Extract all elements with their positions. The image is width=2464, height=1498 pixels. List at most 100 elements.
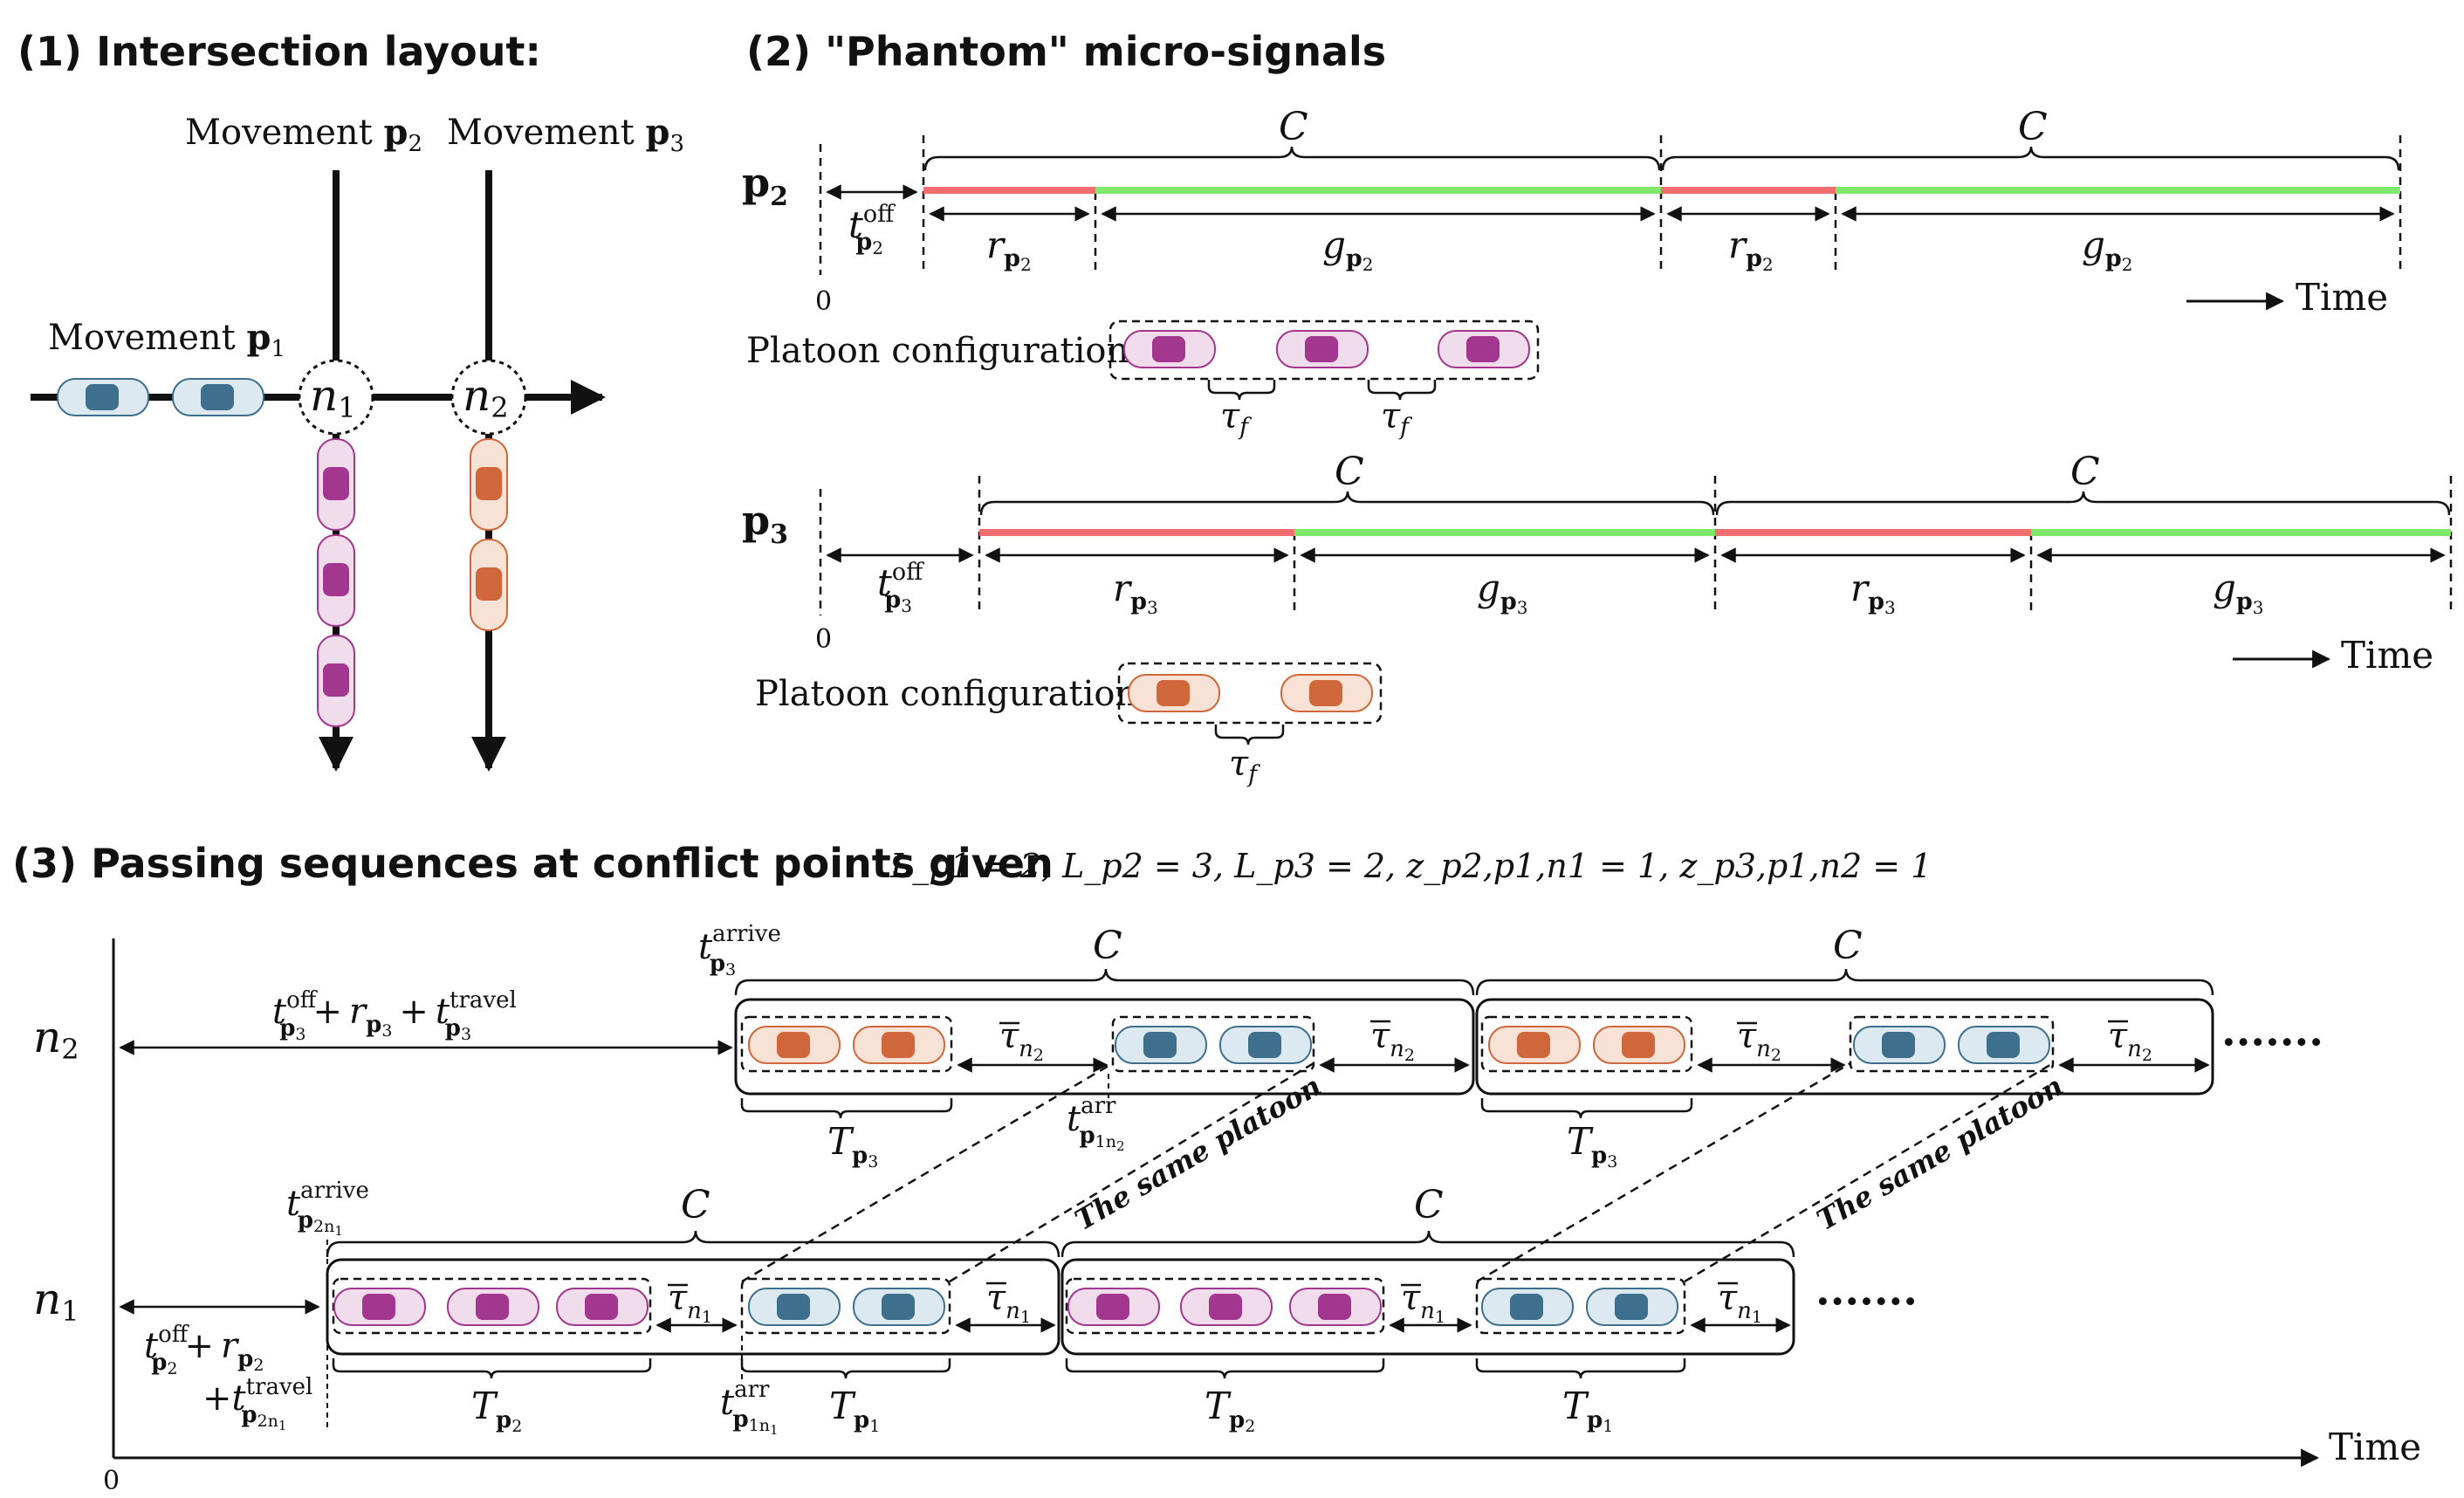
clearance-label-n1: τn1 [1401,1278,1445,1327]
n2-car-p3 [853,1026,945,1064]
n1-car-p1 [1481,1288,1574,1326]
clearance-label-n2: τn2 [999,1016,1044,1065]
n2-car-p1 [1853,1026,1946,1064]
conflict-point-n1: n1 [33,1274,79,1328]
platoon-config-label: Platoon configuration [755,674,1137,714]
intersection-layout: n1 n2 Movement p2 Movement p3 Movement p… [31,112,684,772]
n1-car-p2 [1289,1288,1382,1326]
headway-label: τf [1229,744,1260,788]
clearance-label-n1: τn1 [1718,1278,1762,1327]
continuation-ellipsis: ······· [2221,1018,2323,1067]
time-axis-label: Time [2296,276,2388,319]
platoon-config-label: Platoon configuration [746,331,1129,371]
clearance-label-n1: τn1 [668,1278,712,1327]
layout-car-p2 [317,534,355,627]
svg-text:n1: n1 [310,370,356,424]
platoon-car-p3 [1128,674,1220,712]
n1-car-p2 [333,1288,426,1326]
signal-label-p3: p3 [742,497,788,550]
signal-label-p2: p2 [742,159,788,212]
green-duration-p2: gp2 [1322,223,1374,275]
cycle-label: C [1414,1183,1444,1227]
heading-passing-sequences: (3) Passing sequences at conflict points… [12,840,1054,887]
cycle-label: C [681,1183,710,1227]
time-axis-label: Time [2341,634,2433,677]
platoon-duration-p3: Tp3 [827,1120,878,1172]
platoon-car-p3 [1280,674,1373,712]
green-duration-p3: gp3 [2213,567,2264,618]
red-duration-p2: rp2 [986,223,1032,275]
n2-car-p3 [1593,1026,1685,1064]
continuation-ellipsis: ······· [1815,1277,1918,1326]
n2-car-p1 [1219,1026,1312,1064]
layout-car-p3 [470,539,508,631]
green-duration-p2: gp2 [2082,223,2133,275]
cycle-label: C [1093,924,1122,968]
n2-car-p1 [1958,1026,2050,1064]
n1-car-p2 [1180,1288,1273,1326]
origin-zero: 0 [815,286,832,317]
conflict-point-n2: n2 [33,1012,79,1066]
layout-car-p2 [317,635,355,727]
n1-car-p2 [1067,1288,1160,1326]
headway-label: τf [1381,396,1412,441]
clearance-label-n1: τn1 [986,1278,1031,1327]
platoon-car-p2 [1276,330,1369,368]
layout-car-p2 [317,438,355,531]
platoon-duration-p2: Tp2 [1205,1385,1255,1436]
red-duration-p3: rp3 [1113,567,1158,618]
platoon-duration-p3: Tp3 [1567,1120,1617,1172]
clearance-label-n2: τn2 [2108,1016,2152,1065]
heading-intersection-layout: (1) Intersection layout: [17,28,541,75]
layout-car-p1 [57,378,149,416]
label-movement-p2: Movement p2 [185,112,422,157]
red-duration-p2: rp2 [1728,223,1774,275]
origin-zero: 0 [103,1466,120,1496]
svg-text:n2: n2 [463,370,509,424]
layout-car-p1 [172,378,264,416]
origin-zero: 0 [815,624,832,655]
platoon-duration-p1: Tp1 [1562,1385,1613,1436]
n1-car-p1 [748,1288,841,1326]
n1-car-p1 [1586,1288,1678,1326]
cycle-label: C [2070,450,2100,494]
passing-condition: L_p1 = 2, L_p2 = 3, L_p3 = 2, z_p2,p1,n1… [889,847,1932,886]
n1-car-p1 [853,1288,945,1326]
platoon-duration-p1: Tp1 [829,1385,880,1436]
headway-label: τf [1220,396,1252,441]
cycle-label: C [1279,105,1308,149]
n1-car-p2 [556,1288,649,1326]
node-n2 [450,359,527,436]
cycle-label: C [2018,105,2048,149]
node-n1 [298,359,374,436]
clearance-label-n2: τn2 [1737,1016,1781,1065]
heading-phantom-signals: (2) "Phantom" micro-signals [746,28,1386,75]
clearance-label-n2: τn2 [1370,1016,1415,1065]
platoon-duration-p2: Tp2 [471,1385,522,1436]
cycle-label: C [1833,924,1863,968]
n1-car-p2 [447,1288,539,1326]
label-movement-p3: Movement p3 [447,112,684,157]
n2-car-p3 [748,1026,841,1064]
cycle-label: C [1335,450,1364,494]
n2-car-p1 [1115,1026,1207,1064]
platoon-car-p2 [1438,330,1530,368]
time-axis-label: Time [2329,1426,2421,1468]
platoon-car-p2 [1123,330,1216,368]
green-duration-p3: gp3 [1477,567,1528,618]
n2-car-p3 [1488,1026,1581,1064]
layout-car-p3 [470,438,508,531]
